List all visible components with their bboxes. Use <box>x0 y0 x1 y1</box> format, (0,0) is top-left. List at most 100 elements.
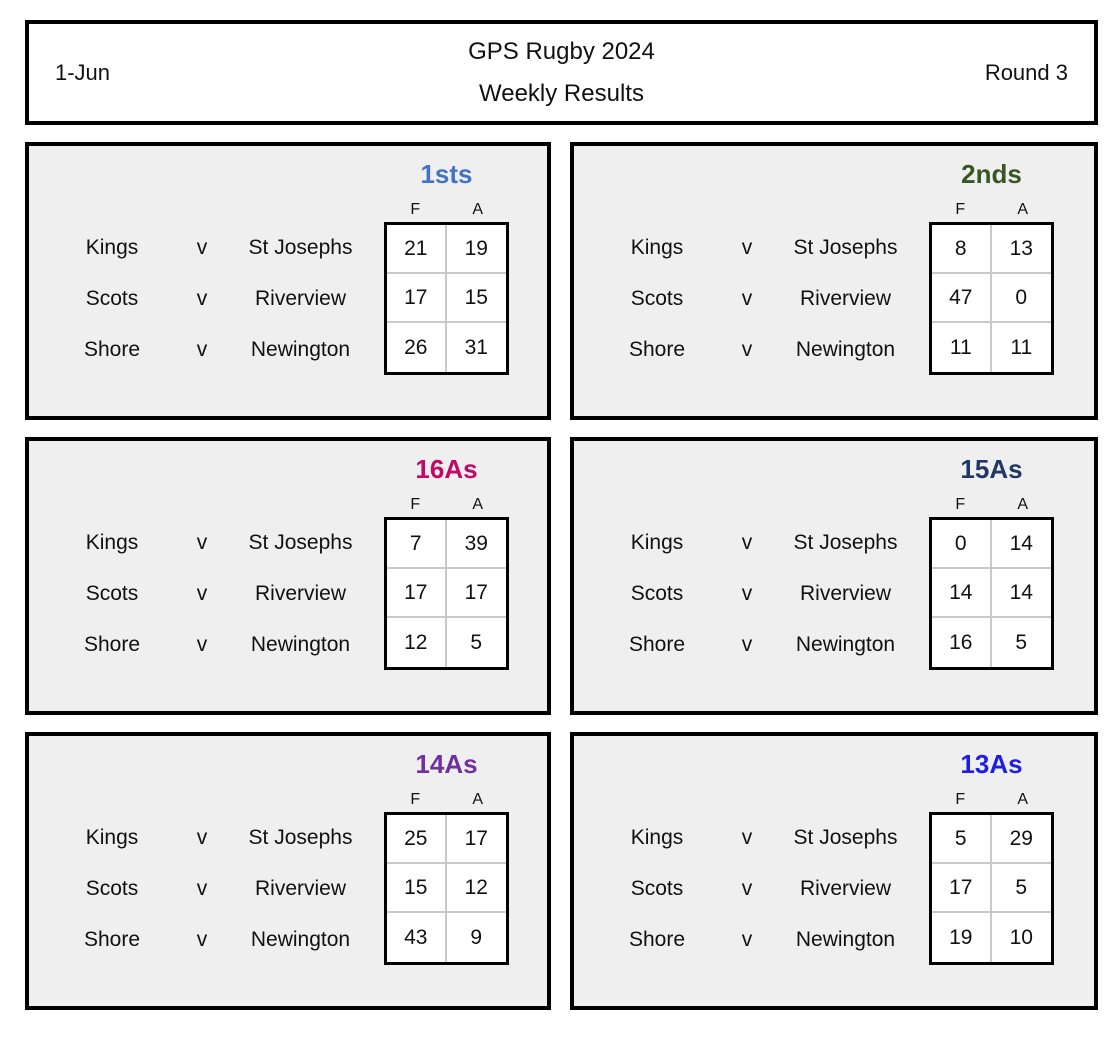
results-panel: 13As F A Kings v St Josephs Scots v Rive… <box>570 732 1098 1010</box>
score-grid: 8 13 47 0 11 11 <box>929 222 1054 375</box>
versus-label: v <box>196 825 208 849</box>
score-for-cell: 12 <box>387 618 447 667</box>
for-column-header: F <box>410 201 421 218</box>
score-grid: 25 17 15 12 43 9 <box>384 812 509 965</box>
versus-label: v <box>196 581 208 605</box>
score-against-cell: 12 <box>446 864 506 913</box>
home-team: Scots <box>630 876 684 900</box>
score-for-cell: 47 <box>932 274 992 323</box>
versus-label: v <box>741 825 753 849</box>
away-team: Newington <box>250 927 351 951</box>
versus-label: v <box>196 927 208 951</box>
versus-label: v <box>196 235 208 259</box>
score-for-cell: 43 <box>387 913 447 962</box>
results-panel: 15As F A Kings v St Josephs Scots v Rive… <box>570 437 1098 715</box>
away-team: St Josephs <box>793 530 898 554</box>
results-grid: 1sts F A Kings v St Josephs Scots v Rive… <box>25 142 1098 1010</box>
score-against-cell: 0 <box>991 274 1051 323</box>
score-against-cell: 17 <box>446 815 506 864</box>
score-grid: 0 14 14 14 16 5 <box>929 517 1054 670</box>
away-team: Newington <box>250 632 351 656</box>
away-team: St Josephs <box>793 825 898 849</box>
home-team: Kings <box>85 530 139 554</box>
header: 1-Jun GPS Rugby 2024 Weekly Results Roun… <box>25 20 1098 125</box>
panel-title: 15As <box>960 454 1023 484</box>
home-team: Kings <box>85 825 139 849</box>
score-against-cell: 15 <box>446 274 506 323</box>
versus-label: v <box>741 632 753 656</box>
panel-title: 14As <box>415 749 478 779</box>
home-team: Scots <box>630 286 684 310</box>
away-team: St Josephs <box>248 235 353 259</box>
versus-label: v <box>196 286 208 310</box>
score-for-cell: 8 <box>932 225 992 274</box>
score-for-cell: 15 <box>387 864 447 913</box>
score-against-cell: 5 <box>991 864 1051 913</box>
away-team: Newington <box>795 927 896 951</box>
header-title-block: GPS Rugby 2024 Weekly Results <box>205 31 918 115</box>
against-column-header: A <box>472 201 484 218</box>
away-team: Riverview <box>799 286 891 310</box>
home-team: Shore <box>628 927 686 951</box>
against-column-header: A <box>472 791 484 808</box>
against-column-header: A <box>1017 791 1029 808</box>
against-column-header: A <box>1017 496 1029 513</box>
score-column-headers: F A <box>384 782 509 812</box>
results-panel: 1sts F A Kings v St Josephs Scots v Rive… <box>25 142 551 420</box>
score-for-cell: 19 <box>932 913 992 962</box>
versus-label: v <box>741 235 753 259</box>
score-against-cell: 14 <box>991 520 1051 569</box>
panel-title: 16As <box>415 454 478 484</box>
panel-title: 13As <box>960 749 1023 779</box>
home-team: Shore <box>83 927 141 951</box>
home-team: Kings <box>630 825 684 849</box>
against-column-header: A <box>1017 201 1029 218</box>
score-against-cell: 5 <box>991 618 1051 667</box>
home-team: Kings <box>85 235 139 259</box>
versus-label: v <box>741 581 753 605</box>
score-for-cell: 14 <box>932 569 992 618</box>
page-subtitle: Weekly Results <box>479 79 644 107</box>
home-team: Shore <box>83 632 141 656</box>
score-against-cell: 17 <box>446 569 506 618</box>
versus-label: v <box>196 337 208 361</box>
home-team: Kings <box>630 235 684 259</box>
against-column-header: A <box>472 496 484 513</box>
home-team: Shore <box>83 337 141 361</box>
score-for-cell: 21 <box>387 225 447 274</box>
score-against-cell: 11 <box>991 323 1051 372</box>
away-team: St Josephs <box>248 530 353 554</box>
date-label: 1-Jun <box>55 59 111 85</box>
away-team: Newington <box>795 337 896 361</box>
results-panel: 2nds F A Kings v St Josephs Scots v Rive… <box>570 142 1098 420</box>
score-against-cell: 9 <box>446 913 506 962</box>
versus-label: v <box>741 337 753 361</box>
score-column-headers: F A <box>384 192 509 222</box>
versus-label: v <box>196 632 208 656</box>
home-team: Scots <box>630 581 684 605</box>
score-for-cell: 16 <box>932 618 992 667</box>
for-column-header: F <box>955 791 966 808</box>
score-for-cell: 11 <box>932 323 992 372</box>
score-for-cell: 17 <box>932 864 992 913</box>
home-team: Scots <box>85 876 139 900</box>
score-for-cell: 26 <box>387 323 447 372</box>
score-against-cell: 10 <box>991 913 1051 962</box>
score-for-cell: 5 <box>932 815 992 864</box>
home-team: Scots <box>85 581 139 605</box>
away-team: Riverview <box>254 286 346 310</box>
away-team: Newington <box>250 337 351 361</box>
score-against-cell: 13 <box>991 225 1051 274</box>
score-against-cell: 31 <box>446 323 506 372</box>
panel-title: 1sts <box>420 159 473 189</box>
score-column-headers: F A <box>384 487 509 517</box>
score-column-headers: F A <box>929 487 1054 517</box>
home-team: Shore <box>628 337 686 361</box>
score-grid: 5 29 17 5 19 10 <box>929 812 1054 965</box>
versus-label: v <box>196 530 208 554</box>
versus-label: v <box>196 876 208 900</box>
for-column-header: F <box>955 201 966 218</box>
for-column-header: F <box>410 496 421 513</box>
away-team: Newington <box>795 632 896 656</box>
